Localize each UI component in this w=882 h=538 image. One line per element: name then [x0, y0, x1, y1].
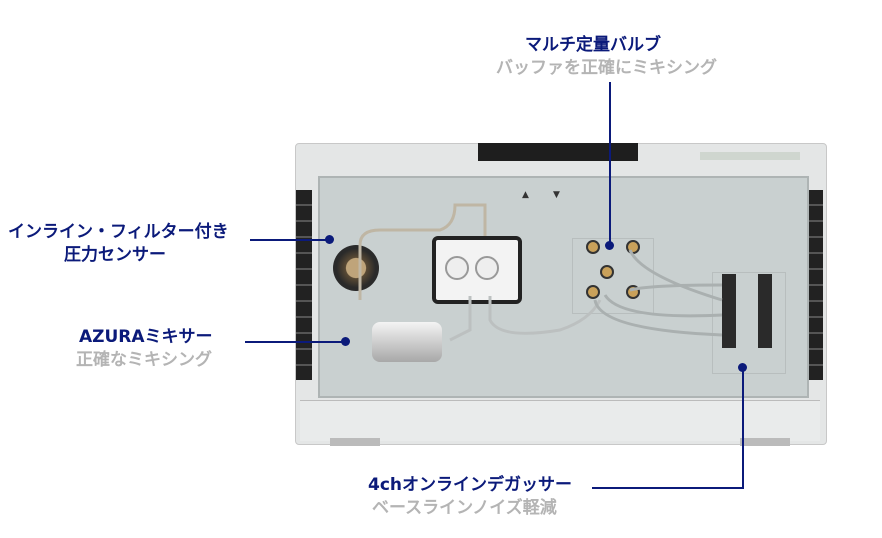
- arrow-up-icon: ▲: [522, 190, 529, 200]
- valve-subtitle: バッファを正確にミキシング: [496, 58, 717, 78]
- degasser-block-right: [758, 274, 772, 348]
- gauge-right: [475, 256, 499, 280]
- arrow-down-icon: ▼: [553, 190, 560, 200]
- sensor-marker: [325, 235, 334, 244]
- mixer-subtitle: 正確なミキシング: [76, 350, 212, 370]
- degasser-subtitle: ベースラインノイズ軽減: [372, 498, 557, 518]
- mixer-marker: [341, 337, 350, 346]
- degasser-block-left: [722, 274, 736, 348]
- pressure-sensor: [333, 245, 379, 291]
- side-vent-left: [296, 190, 312, 380]
- degasser-title: 4chオンラインデガッサー: [368, 475, 573, 495]
- valve-panel: [572, 238, 654, 314]
- valve-marker: [605, 241, 614, 250]
- valve-fitting: [586, 285, 600, 299]
- degasser-marker: [738, 363, 747, 372]
- mixer-leader-line: [245, 341, 345, 343]
- foot-right: [740, 438, 790, 446]
- valve-title: マルチ定量バルブ: [525, 35, 661, 55]
- bottom-frame: [300, 400, 820, 441]
- degasser-panel: [712, 272, 786, 374]
- side-vent-right: [807, 190, 823, 380]
- mixer: [372, 322, 442, 362]
- top-vent: [478, 143, 638, 161]
- status-indicators: [700, 152, 800, 160]
- foot-left: [330, 438, 380, 446]
- degasser-leader-horizontal: [592, 487, 744, 489]
- gauge-left: [445, 256, 469, 280]
- mixer-title: AZURAミキサー: [79, 327, 213, 347]
- valve-fitting: [600, 265, 614, 279]
- sensor-title-line2: 圧力センサー: [64, 245, 166, 265]
- sensor-title-line1: インライン・フィルター付き: [8, 222, 229, 242]
- degasser-leader-vertical: [742, 368, 744, 489]
- valve-leader-line: [609, 82, 611, 245]
- sensor-leader-line: [250, 239, 330, 241]
- valve-fitting: [586, 240, 600, 254]
